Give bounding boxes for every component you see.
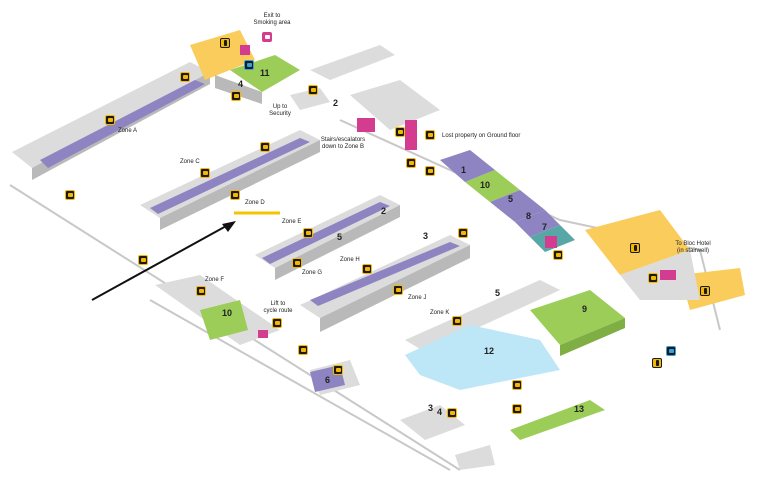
shop-icon[interactable] xyxy=(230,190,240,200)
gate-number-10b: 10 xyxy=(222,308,233,318)
gate-number-13: 13 xyxy=(574,404,585,414)
food-icon[interactable] xyxy=(395,127,405,137)
zone-f-pier[interactable] xyxy=(155,275,280,345)
gate-number-7: 7 xyxy=(542,222,548,232)
zone-a-label: Zone A xyxy=(118,128,138,134)
shop-icon[interactable] xyxy=(65,190,75,200)
zone-g-label: Zone G xyxy=(302,270,323,276)
gate-number-1: 1 xyxy=(461,165,467,175)
zone-k-block[interactable] xyxy=(405,280,625,390)
gate-number-5a: 5 xyxy=(337,232,343,242)
lost-property-label: Lost property on Ground floor xyxy=(442,133,521,139)
info-icon[interactable] xyxy=(512,380,522,390)
zone-f-label: Zone F xyxy=(205,277,225,283)
gate-number-2a: 2 xyxy=(333,98,339,108)
food-icon[interactable] xyxy=(648,273,658,283)
food-icon[interactable] xyxy=(553,250,563,260)
zone-e-g-pier[interactable] xyxy=(255,195,400,280)
gate-number-2b: 2 xyxy=(381,206,387,216)
phone-icon[interactable] xyxy=(458,228,468,238)
shop-icon[interactable] xyxy=(292,258,302,268)
stairs-zone-b-label: Stairs/escalators down to Zone B xyxy=(320,137,366,150)
bloc-hotel-block[interactable] xyxy=(585,210,745,310)
top-right-structures xyxy=(290,45,440,130)
exit-smoking-label: Exit to Smoking area xyxy=(253,13,291,26)
shop-icon[interactable] xyxy=(196,286,206,296)
shop-icon[interactable] xyxy=(393,285,403,295)
gate-number-11: 11 xyxy=(260,68,270,78)
shop-icon[interactable] xyxy=(362,264,372,274)
zone-d-label: Zone D xyxy=(245,200,265,206)
zone-k-label: Zone K xyxy=(430,310,450,316)
food-icon[interactable] xyxy=(272,318,282,328)
gate-number-12: 12 xyxy=(484,346,495,356)
toilet-icon[interactable] xyxy=(652,358,662,368)
toilet-icon[interactable] xyxy=(630,243,640,253)
gate-number-8: 8 xyxy=(526,211,532,221)
gate-number-4b: 4 xyxy=(437,407,443,417)
toilet-icon[interactable] xyxy=(220,38,230,48)
lift-icon[interactable] xyxy=(512,404,522,414)
lift-cycle-label: Lift to cycle route xyxy=(263,301,293,314)
shop-icon[interactable] xyxy=(105,115,115,125)
gate-number-4a: 4 xyxy=(238,79,244,89)
shop-icon[interactable] xyxy=(333,365,343,375)
shop-icon[interactable] xyxy=(452,316,462,326)
gate-number-5c: 5 xyxy=(508,194,514,204)
gate-number-10a: 10 xyxy=(480,180,491,190)
food-icon[interactable] xyxy=(406,158,416,168)
gate-number-6: 6 xyxy=(325,375,331,385)
food-icon[interactable] xyxy=(308,85,318,95)
up-security-label: Up to Security xyxy=(269,104,291,117)
shop-icon[interactable] xyxy=(298,345,308,355)
gate-number-3b: 3 xyxy=(428,403,434,413)
zone-c-label: Zone C xyxy=(180,159,200,165)
smoking-icon[interactable] xyxy=(262,32,272,42)
accessible-icon[interactable] xyxy=(244,60,254,70)
zone-h-label: Zone H xyxy=(340,257,360,263)
zone-j-label: Zone J xyxy=(408,295,427,301)
gate-number-9: 9 xyxy=(582,304,588,314)
shop-icon[interactable] xyxy=(200,168,210,178)
shop-icon[interactable] xyxy=(180,72,190,82)
shop-icon[interactable] xyxy=(303,228,313,238)
pink-markers xyxy=(240,45,676,338)
direction-arrow xyxy=(91,221,236,301)
bloc-hotel-label: To Bloc Hotel (in stairwell) xyxy=(675,241,711,254)
gate-number-3a: 3 xyxy=(423,231,429,241)
toilet-icon[interactable] xyxy=(700,286,710,296)
lift-icon[interactable] xyxy=(425,166,435,176)
food-icon[interactable] xyxy=(425,130,435,140)
zone-c-d-pier[interactable] xyxy=(140,130,320,230)
accessible-icon[interactable] xyxy=(666,346,676,356)
shop-icon[interactable] xyxy=(138,255,148,265)
zone-e-label: Zone E xyxy=(282,219,302,225)
gate-number-5b: 5 xyxy=(495,288,501,298)
escalator-icon[interactable] xyxy=(447,408,457,418)
escalator-icon[interactable] xyxy=(231,91,241,101)
shop-icon[interactable] xyxy=(260,142,270,152)
